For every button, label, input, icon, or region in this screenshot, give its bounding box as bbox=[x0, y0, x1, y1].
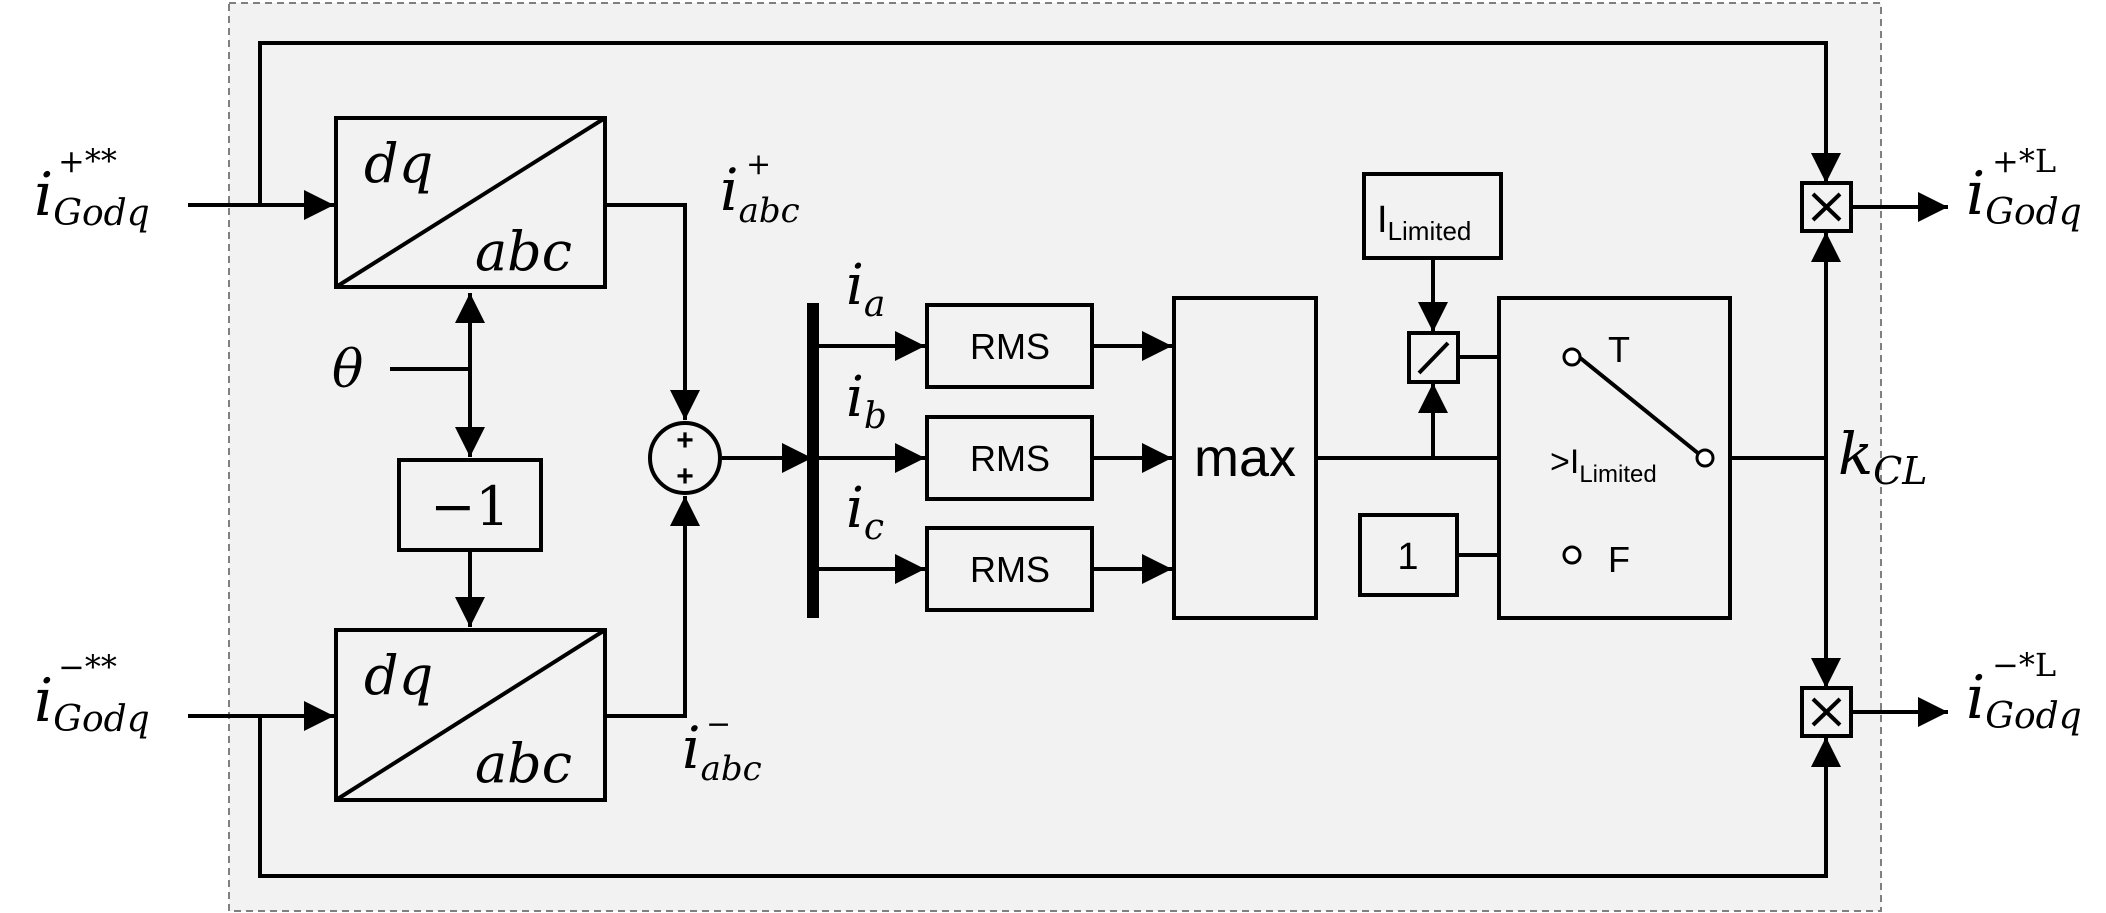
constant-one-block: 1 bbox=[1358, 513, 1459, 597]
sum-sign-top: + bbox=[676, 424, 694, 457]
switch-contact-false bbox=[1562, 545, 1582, 565]
gain-negative-one-block: −1 bbox=[397, 458, 543, 552]
iabc-pos-label: iabc+ bbox=[720, 147, 800, 231]
transform-top-abc: abc bbox=[475, 220, 572, 283]
ic-label: ic bbox=[846, 476, 884, 548]
dq-abc-transform-bottom: dq abc bbox=[334, 628, 607, 802]
theta-label: θ bbox=[332, 340, 363, 400]
input-label-pos: iGodq+** bbox=[34, 142, 150, 234]
divide-symbol bbox=[1417, 341, 1450, 375]
rms-block-b: RMS bbox=[925, 415, 1094, 501]
demux-bus bbox=[807, 303, 819, 618]
max-block: max bbox=[1172, 296, 1318, 620]
dq-abc-transform-top: dq abc bbox=[334, 116, 607, 289]
kcl-label: kCL bbox=[1838, 420, 1927, 493]
transform-bottom-dq: dq bbox=[364, 644, 433, 707]
transform-bottom-abc: abc bbox=[475, 732, 572, 795]
sum-sign-bottom: + bbox=[676, 460, 694, 493]
input-label-neg: iGodq−** bbox=[34, 648, 150, 740]
switch-block: T F >ILimited bbox=[1497, 296, 1732, 620]
multiplier-top bbox=[1800, 181, 1853, 233]
svg-text:RMS: RMS bbox=[970, 326, 1050, 367]
svg-text:ILimited: ILimited bbox=[1377, 199, 1471, 246]
switch-contact-common bbox=[1695, 448, 1715, 468]
svg-text:RMS: RMS bbox=[970, 549, 1050, 590]
switch-condition-label: >ILimited bbox=[1550, 443, 1657, 488]
output-label-pos: iGodq+*L bbox=[1966, 142, 2082, 233]
transform-top-dq: dq bbox=[364, 132, 433, 195]
svg-text:RMS: RMS bbox=[970, 438, 1050, 479]
switch-true-label: T bbox=[1608, 329, 1630, 370]
svg-text:1: 1 bbox=[1397, 536, 1418, 578]
ilimited-block: ILimited bbox=[1362, 172, 1503, 260]
ib-label: ib bbox=[846, 365, 887, 437]
switch-contact-true bbox=[1562, 347, 1582, 367]
iabc-neg-label: iabc− bbox=[682, 707, 762, 789]
gain-label: −1 bbox=[430, 475, 510, 538]
summing-junction: + + bbox=[648, 421, 722, 495]
divider-block bbox=[1407, 331, 1460, 384]
svg-text:max: max bbox=[1194, 428, 1296, 488]
output-label-neg: iGodq−*L bbox=[1966, 646, 2082, 737]
rms-block-a: RMS bbox=[925, 303, 1094, 389]
wires bbox=[188, 41, 1948, 878]
rms-block-c: RMS bbox=[925, 526, 1094, 612]
switch-false-label: F bbox=[1608, 539, 1630, 580]
multiplier-bottom bbox=[1800, 686, 1853, 738]
ia-label: ia bbox=[846, 253, 885, 325]
